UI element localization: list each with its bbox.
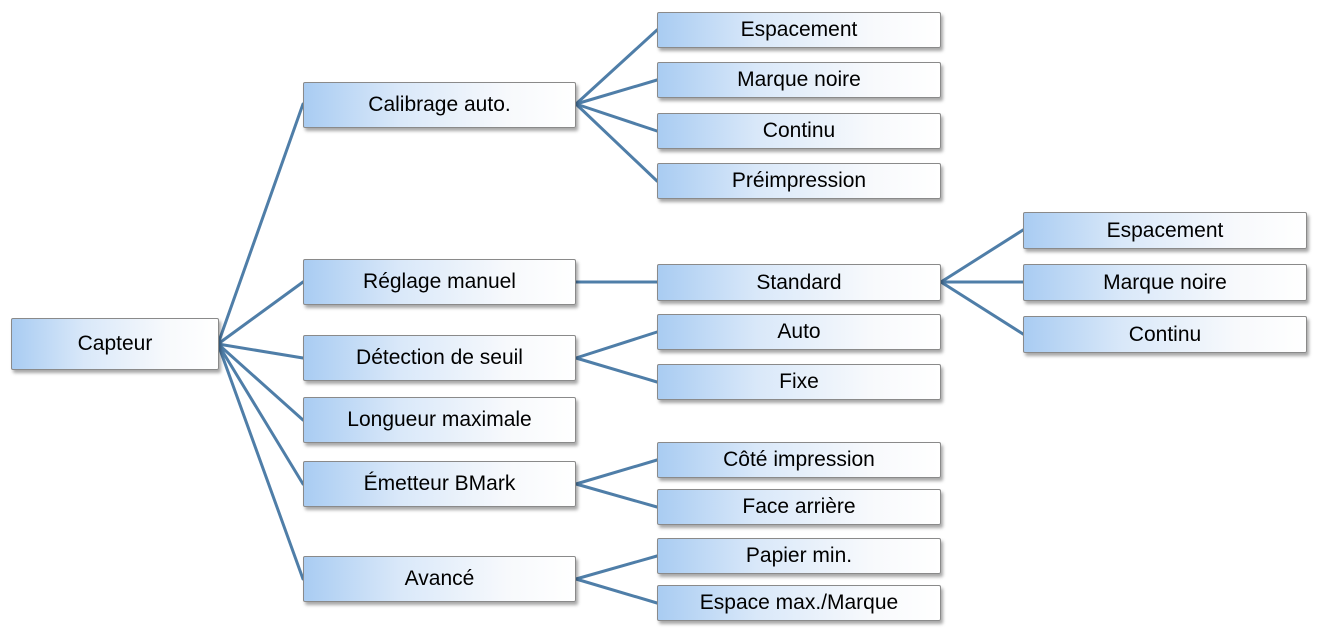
- node-calibrage-continu: Continu: [657, 113, 941, 149]
- connector: [216, 342, 305, 360]
- node-seuil-auto: Auto: [657, 314, 941, 350]
- connector: [216, 342, 305, 422]
- connector: [574, 458, 659, 486]
- connector: [939, 228, 1025, 284]
- connector: [216, 342, 305, 581]
- node-bmark-face-arriere: Face arrière: [657, 489, 941, 525]
- connector: [216, 342, 305, 486]
- node-seuil-fixe: Fixe: [657, 364, 941, 400]
- node-standard-continu: Continu: [1023, 316, 1307, 353]
- node-calibrage-espacement: Espacement: [657, 12, 941, 48]
- node-standard-marque-noire: Marque noire: [1023, 264, 1307, 301]
- connector: [574, 482, 659, 509]
- node-longueur-maximale: Longueur maximale: [303, 397, 576, 443]
- node-standard: Standard: [657, 264, 941, 301]
- connector: [574, 102, 659, 183]
- node-emetteur-bmark: Émetteur BMark: [303, 461, 576, 507]
- node-reglage-manuel: Réglage manuel: [303, 259, 576, 305]
- node-detection-de-seuil: Détection de seuil: [303, 335, 576, 381]
- connector: [574, 330, 659, 360]
- connector: [574, 554, 659, 581]
- connector: [939, 280, 1025, 336]
- node-avance-papier-min: Papier min.: [657, 538, 941, 574]
- node-capteur: Capteur: [11, 318, 219, 370]
- node-standard-espacement: Espacement: [1023, 212, 1307, 249]
- connector: [574, 78, 659, 106]
- connector: [216, 102, 305, 346]
- node-calibrage-marque-noire: Marque noire: [657, 62, 941, 98]
- connector: [574, 28, 659, 106]
- node-avance: Avancé: [303, 556, 576, 602]
- connector: [574, 356, 659, 384]
- connector: [574, 577, 659, 605]
- node-avance-espace-max-marque: Espace max./Marque: [657, 585, 941, 621]
- node-calibrage-auto: Calibrage auto.: [303, 82, 576, 128]
- connector: [216, 280, 305, 346]
- node-bmark-cote-impression: Côté impression: [657, 442, 941, 478]
- connector: [574, 102, 659, 133]
- node-calibrage-preimpression: Préimpression: [657, 163, 941, 199]
